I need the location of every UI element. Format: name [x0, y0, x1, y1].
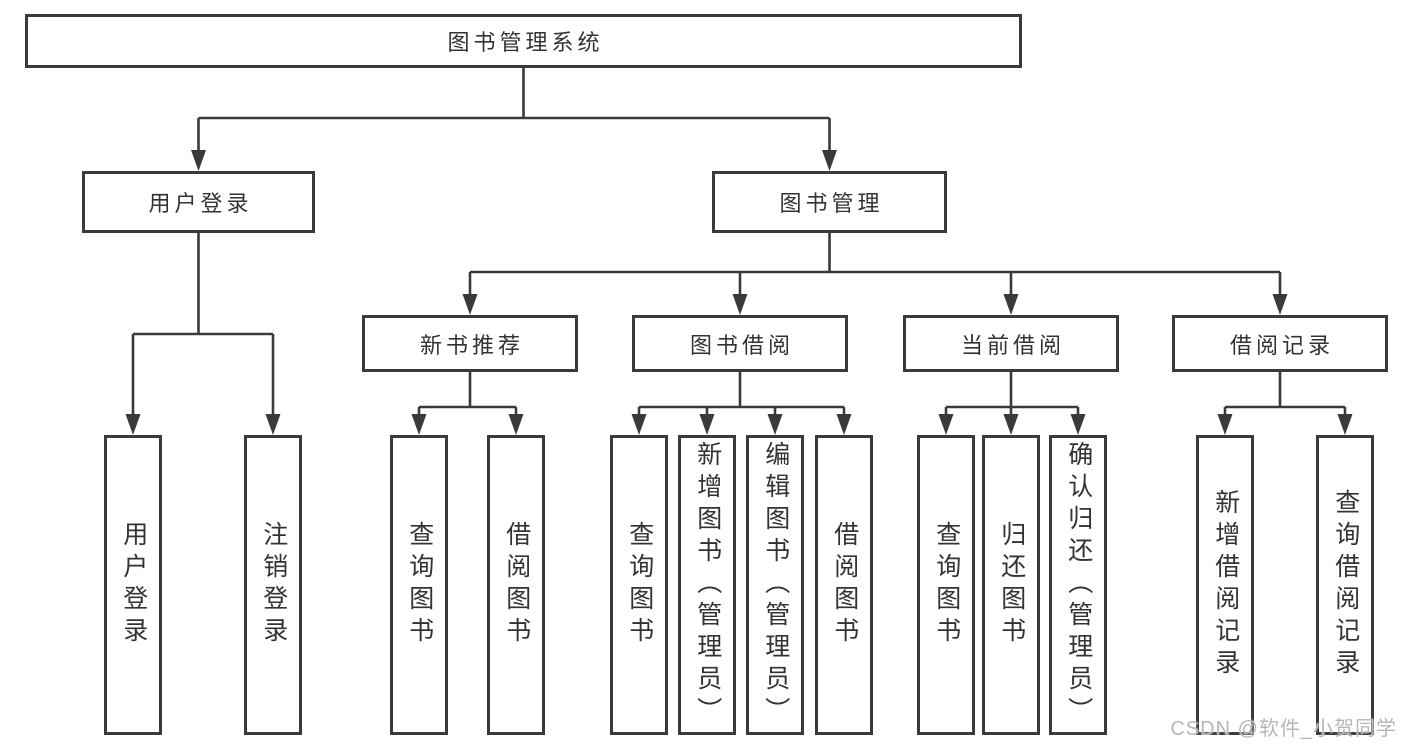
node-current-borrowing-label: 当前借阅: [960, 332, 1065, 358]
leaf-return-books-label: 归还图书: [997, 521, 1026, 649]
node-new-book-recommendation-label: 新书推荐: [419, 332, 524, 358]
leaf-edit-book-admin: 编辑图书（管理员）: [746, 435, 804, 735]
leaf-query-books-borrowing-label: 查询图书: [625, 521, 654, 649]
node-current-borrowing: 当前借阅: [903, 315, 1119, 372]
leaf-logout-label: 注销登录: [259, 521, 288, 649]
node-user-login-label: 用户登录: [148, 191, 253, 216]
leaf-borrow-books-recommend-label: 借阅图书: [502, 521, 531, 649]
leaf-query-books-current-label: 查询图书: [932, 521, 961, 649]
node-borrowing-records-label: 借阅记录: [1229, 332, 1334, 358]
leaf-borrow-books-recommend: 借阅图书: [487, 435, 545, 735]
leaf-edit-book-admin-label: 编辑图书（管理员）: [761, 441, 790, 729]
node-book-management: 图书管理: [712, 171, 947, 233]
leaf-add-borrow-record: 新增借阅记录: [1196, 435, 1254, 735]
node-root: 图书管理系统: [25, 14, 1022, 68]
leaf-user-login: 用户登录: [104, 435, 162, 735]
leaf-add-book-admin: 新增图书（管理员）: [678, 435, 736, 735]
node-borrowing-records: 借阅记录: [1172, 315, 1388, 372]
leaf-query-books-current: 查询图书: [917, 435, 975, 735]
leaf-borrow-books-borrowing-label: 借阅图书: [830, 521, 859, 649]
watermark: CSDN @软件_小贺同学: [1170, 718, 1397, 740]
leaf-query-borrow-record-label: 查询借阅记录: [1331, 489, 1360, 681]
node-book-management-label: 图书管理: [779, 191, 884, 216]
leaf-user-login-label: 用户登录: [119, 521, 148, 649]
leaf-query-borrow-record: 查询借阅记录: [1316, 435, 1374, 735]
node-root-label: 图书管理系统: [447, 30, 604, 55]
leaf-query-books-recommend: 查询图书: [390, 435, 448, 735]
leaf-query-books-recommend-label: 查询图书: [405, 521, 434, 649]
leaf-add-borrow-record-label: 新增借阅记录: [1211, 489, 1240, 681]
node-book-borrowing-label: 图书借阅: [689, 332, 794, 358]
leaf-borrow-books-borrowing: 借阅图书: [815, 435, 873, 735]
leaf-add-book-admin-label: 新增图书（管理员）: [693, 441, 722, 729]
node-user-login: 用户登录: [82, 171, 315, 233]
leaf-confirm-return-admin-label: 确认归还（管理员）: [1064, 441, 1093, 729]
leaf-confirm-return-admin: 确认归还（管理员）: [1049, 435, 1107, 735]
node-book-borrowing: 图书借阅: [632, 315, 848, 372]
leaf-query-books-borrowing: 查询图书: [610, 435, 668, 735]
leaf-logout: 注销登录: [244, 435, 302, 735]
leaf-return-books: 归还图书: [982, 435, 1040, 735]
node-new-book-recommendation: 新书推荐: [362, 315, 578, 372]
connector-path: [131, 68, 1347, 416]
